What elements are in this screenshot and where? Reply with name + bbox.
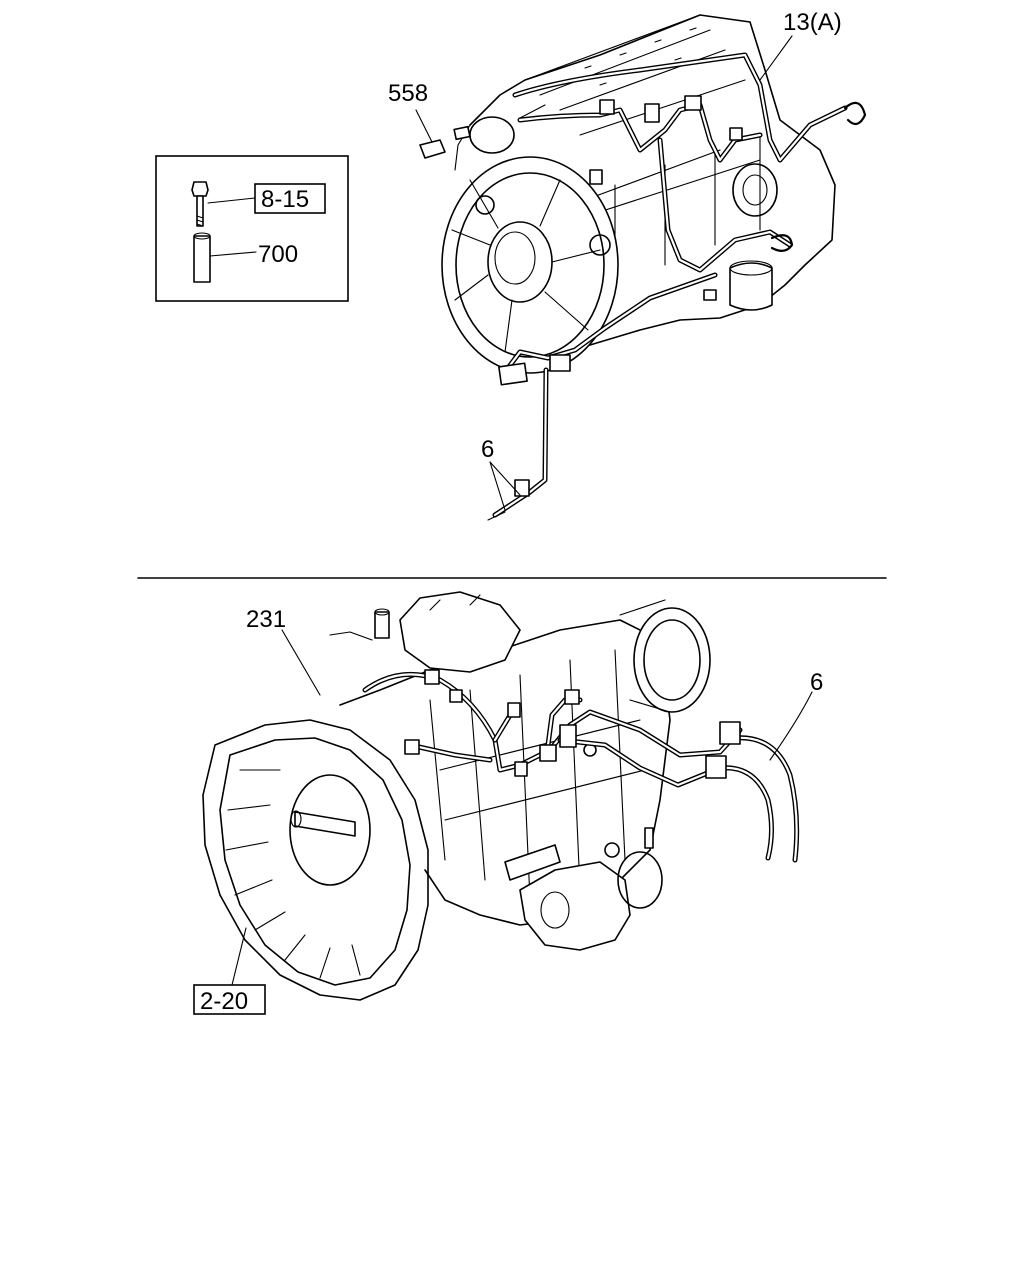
bell-housing-ribs bbox=[225, 769, 361, 979]
engine-side-housing-inner bbox=[742, 174, 768, 206]
flywheel-housing-rim bbox=[455, 172, 605, 358]
output-flange-housing bbox=[619, 599, 671, 713]
clip-6-top-part bbox=[487, 461, 521, 521]
rear-sensor-housing bbox=[617, 851, 663, 909]
leader-700 bbox=[209, 251, 257, 257]
side-shaft bbox=[504, 844, 561, 881]
input-shaft bbox=[294, 811, 356, 837]
trans-connector-g bbox=[564, 689, 580, 705]
front-pulley bbox=[469, 116, 515, 154]
bell-housing-rim bbox=[219, 737, 411, 986]
harness-sensor-lead bbox=[770, 234, 794, 252]
callout-6-bottom: 6 bbox=[810, 669, 823, 696]
flywheel-hub-inner bbox=[494, 231, 536, 285]
connector-558-part bbox=[415, 109, 471, 159]
harness-connector-a bbox=[498, 362, 528, 386]
shift-tower-details bbox=[329, 594, 481, 641]
engine-side-housing bbox=[732, 163, 778, 217]
flywheel-spokes bbox=[451, 179, 601, 353]
shift-tower bbox=[399, 591, 521, 673]
trans-connector-h bbox=[507, 702, 521, 718]
leader-231 bbox=[281, 629, 321, 696]
engine-rocker-bolts bbox=[584, 27, 697, 86]
harness-drop-to-front bbox=[657, 137, 793, 273]
harness-connector-e bbox=[644, 103, 660, 123]
harness-connector-d bbox=[703, 289, 717, 301]
callout-6-top: 6 bbox=[481, 436, 494, 463]
harness-connector-b bbox=[549, 354, 571, 372]
bolt-shank bbox=[196, 195, 204, 227]
side-cover-boss bbox=[540, 891, 570, 929]
leader-558 bbox=[415, 109, 433, 143]
engine-block-outline bbox=[469, 14, 836, 366]
oil-filter bbox=[729, 262, 773, 311]
harness-connector-i bbox=[589, 169, 603, 185]
oil-filter-top bbox=[729, 260, 773, 276]
callout-8-15: 8-15 bbox=[261, 186, 309, 213]
clip-6-bottom-connector-b bbox=[705, 755, 727, 779]
clip-6-bottom-wire-b bbox=[717, 765, 774, 861]
trans-connector-e bbox=[539, 744, 557, 762]
trans-connector-a bbox=[424, 669, 440, 685]
ref-2-20-box bbox=[193, 984, 266, 1015]
ref-2-20-part bbox=[193, 927, 266, 1015]
bolt-thread bbox=[196, 215, 204, 227]
leader-2-20 bbox=[231, 927, 247, 986]
inset-frame bbox=[155, 155, 349, 302]
rear-sensor-stud bbox=[644, 827, 654, 849]
trans-connector-d bbox=[514, 761, 528, 777]
output-flange-inner bbox=[643, 619, 701, 701]
leader-8-15 bbox=[207, 197, 256, 204]
engine-wiring-harness bbox=[492, 52, 867, 518]
sleeve-top bbox=[193, 232, 211, 240]
clip-6-bottom-part bbox=[705, 691, 813, 863]
harness-loop-end bbox=[843, 101, 867, 126]
transmission-wiring-harness bbox=[281, 629, 743, 788]
input-shaft-end bbox=[290, 810, 302, 828]
trans-connector-c bbox=[404, 739, 420, 755]
output-flange bbox=[633, 607, 711, 713]
harness-connector-h bbox=[729, 127, 743, 141]
connector-558-body bbox=[419, 139, 446, 159]
clip-6-top-end bbox=[487, 511, 506, 521]
engine-head-top bbox=[524, 14, 746, 136]
flywheel-bolt-1 bbox=[475, 195, 495, 215]
leader-6-top bbox=[489, 461, 521, 511]
shift-tower-stud-top bbox=[374, 608, 390, 616]
connector-558-mate bbox=[453, 125, 471, 141]
shift-tower-stud bbox=[374, 611, 390, 639]
harness-connector-c bbox=[514, 479, 530, 497]
callout-2-20: 2-20 bbox=[200, 988, 248, 1015]
side-cover bbox=[519, 861, 631, 951]
bell-housing bbox=[202, 719, 429, 1001]
harness-connector-g bbox=[599, 99, 615, 115]
callout-13a: 13(A) bbox=[783, 9, 842, 36]
harness-injector-branch bbox=[517, 102, 763, 163]
trans-connector-b bbox=[449, 689, 463, 703]
leader-13a bbox=[759, 35, 793, 81]
trans-connector-f bbox=[559, 724, 577, 748]
callout-700: 700 bbox=[258, 241, 298, 268]
flywheel-housing bbox=[441, 156, 619, 374]
leader-6-bottom bbox=[769, 691, 813, 761]
transmission-assembly bbox=[202, 591, 711, 1001]
engine-assembly bbox=[441, 14, 836, 374]
inset-detail-box bbox=[155, 155, 349, 302]
flywheel-bolt-2 bbox=[589, 234, 611, 256]
clip-6-bottom-connector-a bbox=[719, 721, 741, 745]
case-bolt-1 bbox=[604, 842, 620, 858]
bolt-head bbox=[191, 181, 209, 197]
harness-connector-f bbox=[684, 95, 702, 111]
sleeve-body bbox=[193, 235, 211, 283]
callout-558: 558 bbox=[388, 80, 428, 107]
input-shaft-bore bbox=[289, 774, 371, 886]
callout-231: 231 bbox=[246, 606, 286, 633]
ref-8-15-box bbox=[254, 183, 326, 214]
